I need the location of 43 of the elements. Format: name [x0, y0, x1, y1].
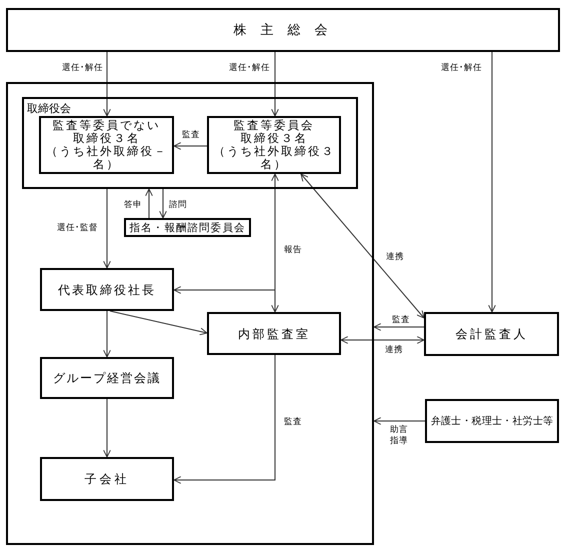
arrow: [174, 354, 276, 484]
arrow: [174, 142, 208, 150]
edge-label: 連携: [385, 252, 405, 262]
arrow: [110, 310, 208, 336]
frame-box: [6, 82, 374, 545]
arrow: [488, 52, 496, 312]
arrow: [145, 188, 153, 218]
arrow: [103, 310, 111, 358]
org-box: 会計監査人: [424, 312, 559, 356]
edge-label: 諮問: [168, 200, 188, 210]
arrow: [271, 52, 279, 116]
edge-label: 監査: [391, 315, 411, 325]
org-box: 監査等委員会取締役３名（うち社外取締役３名）: [207, 116, 341, 174]
org-box: 代表取締役社長: [40, 268, 174, 311]
edge-label: 連携: [384, 345, 404, 355]
arrow: [103, 398, 111, 458]
double-arrow: [271, 174, 279, 312]
org-box: 内部監査室: [207, 312, 341, 355]
org-box: 弁護士・税理士・社労士等: [425, 399, 559, 443]
group-box: [22, 97, 358, 189]
org-box: 株 主 総 会: [6, 8, 560, 52]
box-heading: 取締役会: [27, 101, 71, 116]
arrow: [374, 417, 426, 425]
edge-label: 選任･解任: [440, 63, 483, 73]
double-arrow: [340, 336, 424, 344]
org-box: 監査等委員でない取締役３名（うち社外取締役－名）: [39, 116, 174, 174]
arrow: [159, 188, 167, 218]
edge-label: 監査: [283, 417, 303, 427]
edge-label: 選任･解任: [228, 63, 271, 73]
edge-label: 監査: [181, 130, 201, 140]
arrow: [103, 52, 111, 116]
org-box: グループ経営会議: [40, 357, 174, 399]
edge-label: 選任･監督: [56, 223, 99, 233]
edge-label: 選任･解任: [61, 63, 104, 73]
edge-label: 助言指導: [389, 425, 409, 447]
org-box: 指名・報酬諮問委員会: [124, 218, 251, 237]
double-arrow: [300, 174, 424, 318]
arrow: [174, 286, 276, 312]
edge-label: 答申: [123, 200, 143, 210]
edge-label: 報告: [283, 245, 303, 255]
org-box: 子会社: [40, 457, 174, 501]
arrow: [374, 323, 424, 331]
arrow: [103, 188, 111, 268]
